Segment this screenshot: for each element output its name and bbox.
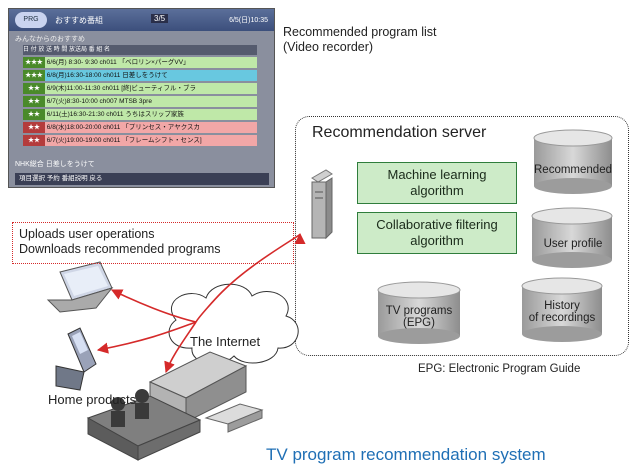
program-rating: ★★★ bbox=[23, 70, 45, 81]
internet-cloud-icon bbox=[168, 283, 299, 365]
program-text: 6/8(水)18:00-20:00 ch011 「プリンセス・アヤクスカ bbox=[45, 124, 201, 131]
screen-title: おすすめ番組 bbox=[55, 16, 103, 25]
screen-date: 6/5(日)10:35 bbox=[229, 17, 268, 24]
program-text: 6/6(月) 8:30- 9:30 ch011 「ベロリン×パーグVV」 bbox=[45, 59, 190, 66]
video-recorder-icon bbox=[204, 403, 264, 433]
internet-label: The Internet bbox=[190, 334, 261, 349]
tv-caption-line1: Recommended program list bbox=[283, 25, 437, 39]
upload-line1: Uploads user operations bbox=[19, 227, 155, 241]
db-history-line1: History bbox=[544, 300, 580, 312]
program-text: 6/7(火)19:00-19:00 ch011 「フレームシフト・センス] bbox=[45, 137, 202, 144]
program-rating: ★★ bbox=[23, 109, 45, 120]
algo2-line1: Collaborative filtering bbox=[376, 217, 498, 232]
screen-page-indicator: 3/5 bbox=[151, 14, 169, 23]
screen-header-bar: PRG おすすめ番組 3/5 6/5(日)10:35 bbox=[9, 9, 274, 31]
db-user-profile-label: User profile bbox=[543, 238, 603, 250]
algo2-line2: algorithm bbox=[410, 233, 464, 248]
db-history-line2: of recordings bbox=[528, 312, 596, 324]
screen-logo: PRG bbox=[15, 12, 47, 28]
epg-note: EPG: Electronic Program Guide bbox=[418, 363, 581, 375]
program-text: 6/7(火)8:30-10:00 ch007 MTSB 3pre bbox=[45, 98, 152, 105]
db-history-label: History of recordings bbox=[518, 300, 606, 324]
diagram-title: TV program recommendation system bbox=[266, 445, 546, 464]
program-text: 6/11(土)16:30-21:30 ch011 うちはスリップ家族 bbox=[45, 111, 184, 118]
program-rating: ★★ bbox=[23, 96, 45, 107]
screen-key-guide: 項目選択 予約 番組説明 戻る bbox=[15, 173, 269, 185]
program-row[interactable]: ★★ 6/7(火)8:30-10:00 ch007 MTSB 3pre bbox=[23, 96, 257, 107]
history-db-icon bbox=[521, 277, 603, 342]
program-row[interactable]: ★★ 6/8(水)18:00-20:00 ch011 「プリンセス・アヤクスカ bbox=[23, 122, 257, 133]
screen-table-header: 日 付 放 送 時 間 放送局 番 組 名 bbox=[23, 45, 257, 55]
recommended-db-icon bbox=[533, 129, 613, 194]
program-text: 6/8(月)16:30-18:00 ch011 日差しをうけて bbox=[45, 72, 168, 79]
program-row[interactable]: ★★★ 6/8(月)16:30-18:00 ch011 日差しをうけて bbox=[23, 70, 257, 81]
upload-line2: Downloads recommended programs bbox=[19, 242, 221, 256]
screen-channel-info: NHK総合 日差しをうけて bbox=[15, 161, 95, 168]
program-rating: ★★ bbox=[23, 83, 45, 94]
home-products-label: Home products bbox=[48, 392, 137, 407]
sofa-with-people-icon bbox=[86, 389, 202, 461]
program-rating: ★★★ bbox=[23, 57, 45, 68]
program-row[interactable]: ★★ 6/7(火)19:00-19:00 ch011 「フレームシフト・センス] bbox=[23, 135, 257, 146]
tv-programs-db-icon bbox=[377, 281, 461, 344]
algo1-line2: algorithm bbox=[410, 183, 464, 198]
program-text: 6/9(木)11:00-11:30 ch011 [終]ビューティフル・ブラ bbox=[45, 85, 196, 92]
db-tv-line2: (EPG) bbox=[403, 317, 435, 329]
connection-arrows bbox=[96, 232, 306, 374]
tv-caption-line2: (Video recorder) bbox=[283, 40, 374, 54]
program-row[interactable]: ★★ 6/11(土)16:30-21:30 ch011 うちはスリップ家族 bbox=[23, 109, 257, 120]
tv-caption: Recommended program list (Video recorder… bbox=[283, 25, 437, 55]
user-profile-db-icon bbox=[531, 207, 613, 268]
laptop-icon bbox=[46, 261, 114, 313]
server-tower-icon bbox=[311, 169, 333, 240]
server-title: Recommendation server bbox=[312, 124, 487, 141]
screen-subtitle: みんなからのおすすめ bbox=[15, 36, 85, 43]
db-recommended-label: Recommended bbox=[534, 164, 612, 176]
program-rating: ★★ bbox=[23, 135, 45, 146]
program-rating: ★★ bbox=[23, 122, 45, 133]
upload-download-note: Uploads user operations Downloads recomm… bbox=[12, 222, 294, 264]
program-row[interactable]: ★★★ 6/6(月) 8:30- 9:30 ch011 「ベロリン×パーグVV」 bbox=[23, 57, 257, 68]
recommended-program-list-screen: PRG おすすめ番組 3/5 6/5(日)10:35 みんなからのおすすめ 日 … bbox=[8, 8, 275, 188]
algo1-line1: Machine learning bbox=[387, 167, 487, 182]
db-tv-line1: TV programs bbox=[385, 305, 453, 317]
mobile-phone-icon bbox=[55, 327, 97, 391]
program-row[interactable]: ★★ 6/9(木)11:00-11:30 ch011 [終]ビューティフル・ブラ bbox=[23, 83, 257, 94]
db-tv-programs-label: TV programs (EPG) bbox=[378, 305, 460, 329]
